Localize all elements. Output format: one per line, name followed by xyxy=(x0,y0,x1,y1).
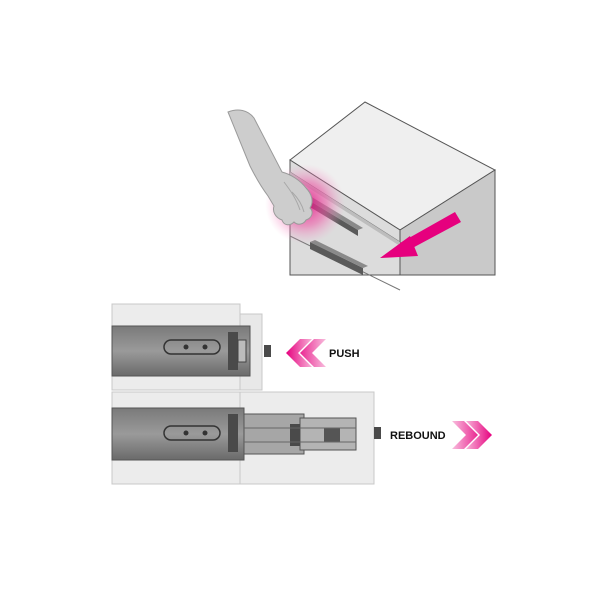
arrow-down-left-icon xyxy=(380,212,461,258)
rail-bracket xyxy=(228,332,238,370)
rail-bracket-inner xyxy=(237,339,247,363)
chevron-left-double-icon xyxy=(286,339,326,367)
rail-hole xyxy=(202,430,208,436)
rebound-label: REBOUND xyxy=(390,430,446,442)
hand-icon xyxy=(227,109,313,226)
rail-body xyxy=(111,325,251,377)
push-label: PUSH xyxy=(329,348,360,360)
rebound-latch-tip xyxy=(374,427,381,439)
push-latch-tip xyxy=(264,345,271,357)
rail-bracket xyxy=(324,428,340,442)
rail-hole xyxy=(183,344,189,350)
rail-outer-body xyxy=(111,407,245,461)
rail-hole xyxy=(202,344,208,350)
rail-bracket xyxy=(228,414,238,452)
rail-slot xyxy=(163,425,221,441)
slide-rail-open xyxy=(111,391,381,485)
rail-bracket xyxy=(290,424,300,446)
slide-rail-closed xyxy=(111,303,271,391)
drawer-handle xyxy=(310,240,368,275)
chevron-right-double-icon xyxy=(452,421,492,449)
rail-hole xyxy=(183,430,189,436)
rail-slot xyxy=(163,339,221,355)
